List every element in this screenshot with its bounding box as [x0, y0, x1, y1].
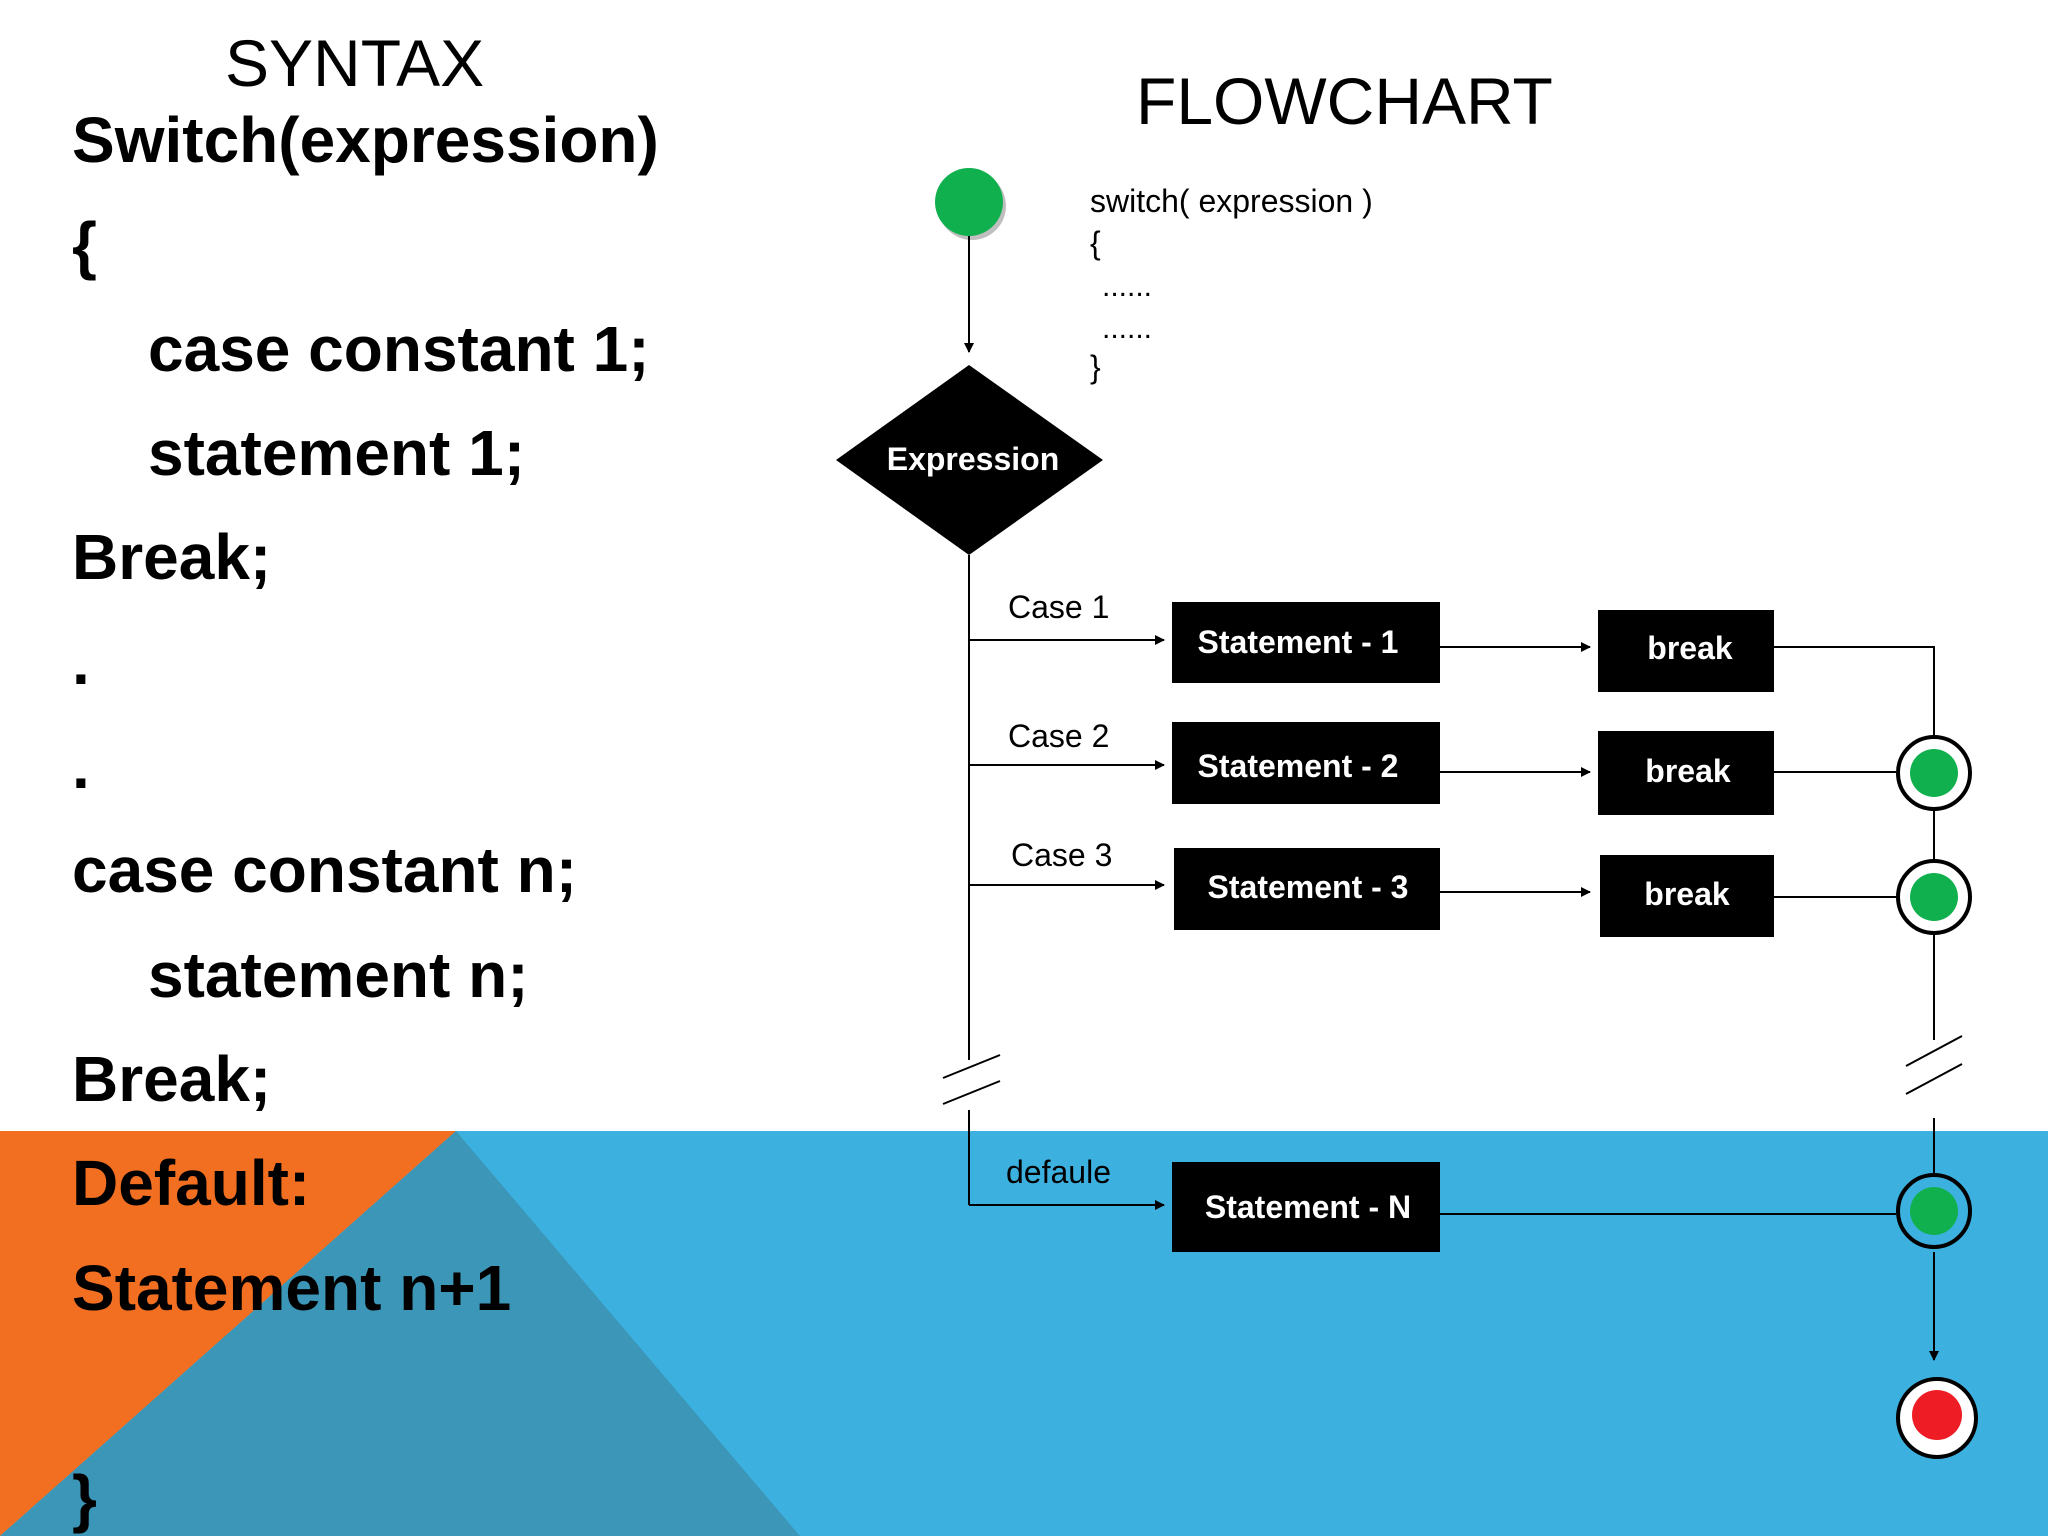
code-line: Statement n+1 — [72, 1252, 512, 1324]
statement-label: Statement - 1 — [1198, 624, 1399, 660]
statement-box — [1174, 848, 1440, 930]
snippet-line: } — [1090, 349, 1101, 385]
statement-label: Statement - N — [1205, 1189, 1411, 1225]
statement-box — [1172, 722, 1440, 804]
code-line: } — [72, 1462, 97, 1534]
snippet-line: { — [1090, 225, 1101, 261]
code-line: Default: — [72, 1147, 311, 1219]
code-line: case constant 1; — [148, 313, 650, 385]
decision-label: Expression — [887, 441, 1060, 477]
code-line: Break; — [72, 521, 272, 593]
code-line: Break; — [72, 1043, 272, 1115]
start-node-icon — [935, 168, 1006, 240]
case-label: Case 1 — [1008, 589, 1109, 625]
break-label: break — [1647, 630, 1733, 666]
syntax-title: SYNTAX — [225, 26, 485, 100]
line-break-icon — [942, 1054, 1001, 1105]
break-box — [1598, 610, 1774, 692]
statement-box — [1172, 602, 1440, 683]
code-line: { — [72, 209, 97, 281]
end-node-icon — [1896, 1377, 1978, 1459]
statement-label: Statement - 2 — [1198, 748, 1399, 784]
case-label: Case 3 — [1011, 837, 1112, 873]
code-line: statement 1; — [148, 417, 525, 489]
statement-label: Statement - 3 — [1208, 869, 1409, 905]
flowchart-title: FLOWCHART — [1136, 64, 1553, 138]
merge-node-icon — [1896, 1173, 1972, 1249]
default-label: defaule — [1006, 1154, 1111, 1190]
case-label: Case 2 — [1008, 718, 1109, 754]
overlap-triangle — [0, 1131, 800, 1536]
break-label: break — [1645, 753, 1731, 789]
decision-diamond: Expression — [836, 365, 1103, 555]
statement-box — [1172, 1162, 1440, 1252]
merge-node-icon — [1896, 859, 1972, 935]
code-line: Switch(expression) — [72, 104, 659, 176]
code-snippet: switch( expression ) { ...... ...... } — [1090, 183, 1373, 385]
code-line: . — [72, 730, 90, 802]
diagram-backing — [930, 1131, 2010, 1261]
break-box — [1600, 855, 1774, 937]
break-connector — [1774, 646, 1935, 739]
code-line: . — [72, 626, 90, 698]
code-line: statement n; — [148, 939, 529, 1011]
break-box — [1598, 731, 1774, 815]
snippet-line: ...... — [1102, 312, 1152, 345]
line-break-icon — [1905, 1035, 1963, 1095]
break-label: break — [1644, 876, 1730, 912]
merge-node-icon — [1896, 735, 1972, 811]
snippet-line: ...... — [1102, 270, 1152, 303]
snippet-line: switch( expression ) — [1090, 183, 1373, 219]
code-line: case constant n; — [72, 834, 578, 906]
